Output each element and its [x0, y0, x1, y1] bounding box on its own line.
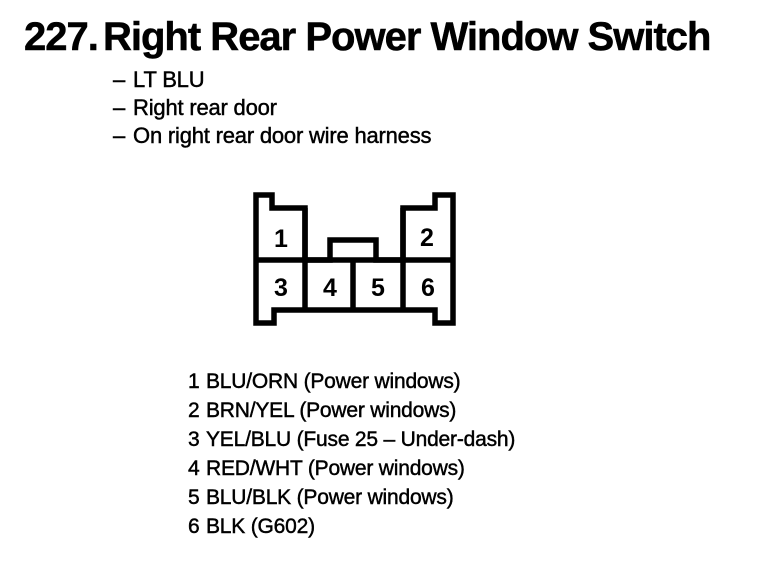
detail-text: LT BLU [133, 67, 205, 92]
legend-pin-number: 4 [188, 457, 200, 480]
legend-wire-label: YEL/BLU (Fuse 25 – Under-dash) [206, 428, 516, 451]
legend-pin-number: 3 [188, 428, 200, 451]
legend-row: 5 BLU/BLK (Power windows) [188, 483, 515, 512]
legend-pin-number: 1 [188, 370, 200, 393]
legend-row: 2 BRN/YEL (Power windows) [188, 396, 515, 425]
legend-wire-label: BLU/ORN (Power windows) [206, 370, 461, 393]
legend-wire-label: RED/WHT (Power windows) [206, 457, 465, 480]
connector-cavity-walls [256, 208, 453, 310]
pin-5-label: 5 [371, 274, 385, 302]
detail-list: – LT BLU – Right rear door – On right re… [113, 66, 432, 150]
pin-1-label: 1 [274, 225, 288, 253]
legend-wire-label: BLK (G602) [206, 515, 316, 538]
pin-2-label: 2 [420, 224, 434, 252]
detail-text: Right rear door [133, 95, 277, 120]
page-title: Right Rear Power Window Switch [103, 15, 712, 59]
legend-wire-label: BRN/YEL (Power windows) [206, 399, 457, 422]
legend-wire-label: BLU/BLK (Power windows) [206, 486, 454, 509]
dash-bullet: – [113, 123, 126, 148]
legend-row: 3 YEL/BLU (Fuse 25 – Under-dash) [188, 425, 516, 454]
legend-row: 4 RED/WHT (Power windows) [188, 454, 515, 483]
pin-legend: 1 BLU/ORN (Power windows) 2 BRN/YEL (Pow… [188, 367, 516, 541]
connector-diagram: 1 2 3 4 5 6 [246, 186, 462, 332]
dash-bullet: – [113, 95, 126, 120]
detail-item: – Right rear door [113, 94, 431, 122]
legend-pin-number: 2 [188, 399, 200, 422]
detail-item: – On right rear door wire harness [113, 122, 432, 150]
detail-text: On right rear door wire harness [133, 123, 432, 148]
dash-bullet: – [113, 67, 126, 92]
legend-row: 1 BLU/ORN (Power windows) [188, 367, 515, 396]
page-title-number: 227. [24, 15, 99, 59]
pin-4-label: 4 [323, 274, 337, 302]
pin-3-label: 3 [274, 274, 288, 302]
legend-pin-number: 6 [188, 515, 200, 538]
detail-item: – LT BLU [113, 66, 431, 94]
pin-6-label: 6 [421, 274, 435, 302]
legend-row: 6 BLK (G602) [188, 512, 515, 541]
legend-pin-number: 5 [188, 486, 200, 509]
